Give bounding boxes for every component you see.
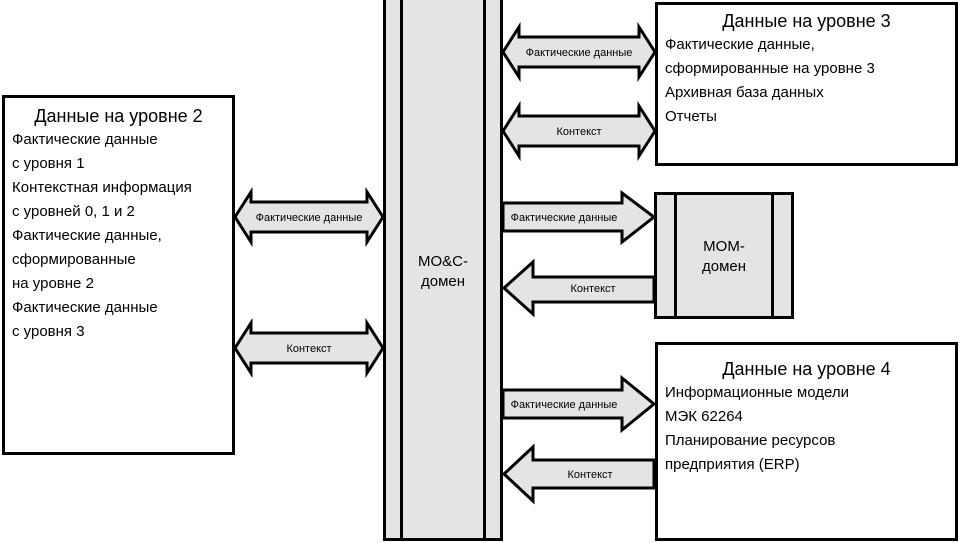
arrow-mom-actual-data: Фактические данные bbox=[501, 190, 657, 246]
level3-line: Отчеты bbox=[665, 108, 717, 125]
arrow-level4-actual-data: Фактические данные bbox=[501, 374, 657, 434]
moc-domain-label-2: домен bbox=[420, 273, 466, 290]
mom-domain-block: MOM- домен bbox=[654, 192, 794, 319]
level4-line: МЭК 62264 bbox=[665, 408, 743, 425]
level2-line: с уровней 0, 1 и 2 bbox=[12, 203, 135, 220]
level2-line: на уровне 2 bbox=[12, 275, 94, 292]
arrow-level3-actual-data: Фактические данные bbox=[501, 21, 657, 83]
level3-data-box: Данные на уровне 3 Фактические данные, с… bbox=[655, 2, 958, 166]
arrow-label: Фактические данные bbox=[511, 399, 618, 411]
level4-title: Данные на уровне 4 bbox=[722, 359, 891, 379]
level2-line: Фактические данные, bbox=[12, 227, 162, 244]
arrow-label: Контекст bbox=[556, 126, 601, 138]
level2-line: Контекстная информация bbox=[12, 179, 192, 196]
mom-domain-label-1: MOM- bbox=[703, 238, 745, 255]
moc-domain-inner bbox=[400, 0, 486, 541]
level2-line: с уровня 3 bbox=[12, 323, 85, 340]
arrow-level3-context: Контекст bbox=[501, 100, 657, 162]
level4-data-box: Данные на уровне 4 Информационные модели… bbox=[655, 342, 958, 541]
arrow-level2-actual-data: Фактические данные bbox=[233, 186, 385, 248]
level2-line: сформированные bbox=[12, 251, 136, 268]
level3-title: Данные на уровне 3 bbox=[722, 11, 891, 31]
moc-domain-label-1: MO&C- bbox=[418, 253, 468, 270]
arrow-label: Фактические данные bbox=[256, 212, 363, 224]
level3-line: Фактические данные, bbox=[665, 36, 815, 53]
arrow-label: Контекст bbox=[567, 469, 612, 481]
level4-line: предприятия (ERP) bbox=[665, 456, 800, 473]
level3-line: Архивная база данных bbox=[665, 84, 824, 101]
arrow-label: Контекст bbox=[570, 283, 615, 295]
level3-line: сформированные на уровне 3 bbox=[665, 60, 875, 77]
arrow-label: Фактические данные bbox=[526, 47, 633, 59]
arrow-label: Контекст bbox=[286, 343, 331, 355]
level2-line: с уровня 1 bbox=[12, 155, 85, 172]
level4-line: Планирование ресурсов bbox=[665, 432, 836, 449]
arrow-label: Фактические данные bbox=[511, 212, 618, 224]
mom-domain-inner bbox=[674, 192, 774, 319]
level4-line: Информационные модели bbox=[665, 384, 849, 401]
level2-data-box: Данные на уровне 2 Фактические данные с … bbox=[2, 95, 235, 455]
level2-line: Фактические данные bbox=[12, 299, 158, 316]
arrow-level4-context: Контекст bbox=[501, 443, 656, 505]
mom-domain-label-2: домен bbox=[701, 258, 747, 275]
level2-line: Фактические данные bbox=[12, 131, 158, 148]
arrow-level2-context: Контекст bbox=[233, 317, 385, 379]
level2-title: Данные на уровне 2 bbox=[34, 106, 203, 126]
arrow-mom-context: Контекст bbox=[501, 258, 656, 318]
moc-domain-block: MO&C- домен bbox=[383, 0, 503, 541]
